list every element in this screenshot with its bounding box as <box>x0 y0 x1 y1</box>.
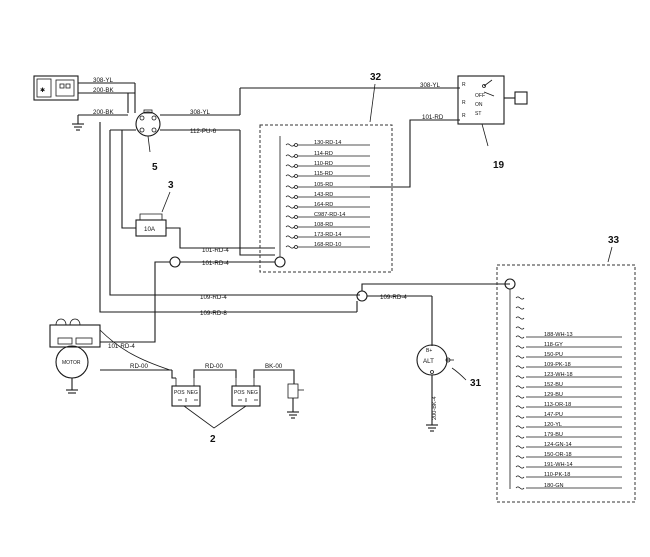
wire-label: 101-RD-4 <box>202 260 229 267</box>
block32-row-label: 110-RD <box>314 161 333 167</box>
wire-label: 109-RD-4 <box>200 294 227 301</box>
motor-label: MOTOR <box>62 360 81 366</box>
wire-label: 308-YL <box>93 77 114 84</box>
wire-label: 200-BK <box>93 109 115 116</box>
switch-terminal: R <box>462 100 466 106</box>
block32-row-label: 168-RD-10 <box>314 242 341 248</box>
block33-row-label: 123-WH-18 <box>544 372 573 378</box>
wire-label: 109-RD-8 <box>200 310 227 317</box>
battery-right: POS NEG <box>231 378 261 407</box>
fuse-rating: 10A <box>144 226 156 233</box>
block33-row-label: 118-GY <box>544 342 563 348</box>
block33-row-label: 129-BU <box>544 392 563 398</box>
callout-5: 5 <box>152 162 158 173</box>
callout-33: 33 <box>608 235 620 246</box>
callout-3: 3 <box>168 180 174 191</box>
connector-block-32 <box>259 124 393 273</box>
block32-row-label: 115-RD <box>314 171 333 177</box>
starter-motor: MOTOR <box>49 318 101 379</box>
block32-row-label: 173-RD-14 <box>314 232 341 238</box>
wire-label: 101-RD-4 <box>108 343 135 350</box>
plug-star-icon: ✱ <box>40 87 45 94</box>
block33-row-label: 180-GN <box>544 483 564 489</box>
wire-label: 308-YL <box>420 82 441 89</box>
alternator-31: B+ ALT <box>416 344 451 376</box>
block33-row-label: 147-PU <box>544 412 563 418</box>
switch-terminal: R <box>462 82 466 88</box>
switch-position: OFF <box>475 93 485 99</box>
wire-label: 308-YL <box>190 109 211 116</box>
relay-5 <box>135 109 161 137</box>
wire-label: 101-RD <box>422 114 444 121</box>
plug-connector: ✱ <box>33 75 79 101</box>
block33-rows: 188-WH-13 118-GY 150-PU 109-PK-18 123-WH… <box>515 296 622 490</box>
callout-2: 2 <box>210 434 216 445</box>
block33-row-label: 124-GN-14 <box>544 442 572 448</box>
block33-row-label: 110-PK-18 <box>544 472 570 478</box>
wire-label: 101-RD-4 <box>202 247 229 254</box>
block32-row-label: 130-RD-14 <box>314 140 341 146</box>
block33-row-label: 150-OR-18 <box>544 452 572 458</box>
block32-rows: 130-RD-14 114-RD 110-RD 115-RD 105-RD 14… <box>285 140 370 249</box>
block33-row-label: 120-YL <box>544 422 562 428</box>
switch-position: ON <box>475 102 483 108</box>
block33-row-label: 188-WH-13 <box>544 332 573 338</box>
block33-row-label: 109-PK-18 <box>544 362 571 368</box>
callout-19: 19 <box>493 160 505 171</box>
block33-row-label: 191-WH-14 <box>544 462 573 468</box>
block33-row-label: 150-PU <box>544 352 563 358</box>
block33-row-label: 113-OR-18 <box>544 402 571 408</box>
block32-row-label: 108-RD <box>314 222 333 228</box>
block32-row-label: 164-RD <box>314 202 333 208</box>
block32-row-label: C987-RD-14 <box>314 212 345 218</box>
block32-row-label: 143-RD <box>314 192 333 198</box>
battery-pos-label: POS <box>234 390 245 396</box>
wire-label: 200-BK <box>93 87 115 94</box>
battery-left: POS NEG <box>171 378 201 407</box>
block32-row-label: 114-RD <box>314 151 333 157</box>
battery-pos-label: POS <box>174 390 185 396</box>
alt-terminal: B+ <box>426 348 432 354</box>
wire-label: BK-00 <box>265 363 283 370</box>
fuse-10a: 10A <box>135 213 167 237</box>
battery-neg-label: NEG <box>187 390 198 396</box>
callout-31: 31 <box>470 378 482 389</box>
wire-label: RD-00 <box>130 363 148 370</box>
switch-position: ST <box>475 111 481 117</box>
block32-row-label: 105-RD <box>314 182 333 188</box>
wire-label: 109-RD-4 <box>380 294 407 301</box>
wire-label: 200-BK-4 <box>432 396 438 420</box>
ignition-switch-19: R R R OFF ON ST <box>457 75 528 125</box>
connector-block-33 <box>496 264 636 503</box>
block33-row-label: 179-BU <box>544 432 563 438</box>
switch-terminal: R <box>462 113 466 119</box>
battery-neg-label: NEG <box>247 390 258 396</box>
callout-32: 32 <box>370 72 382 83</box>
block33-row-label: 152-BU <box>544 382 563 388</box>
alt-label: ALT <box>423 358 434 365</box>
wire-label: RD-00 <box>205 363 223 370</box>
wire-label: 112-PU-6 <box>190 128 217 135</box>
